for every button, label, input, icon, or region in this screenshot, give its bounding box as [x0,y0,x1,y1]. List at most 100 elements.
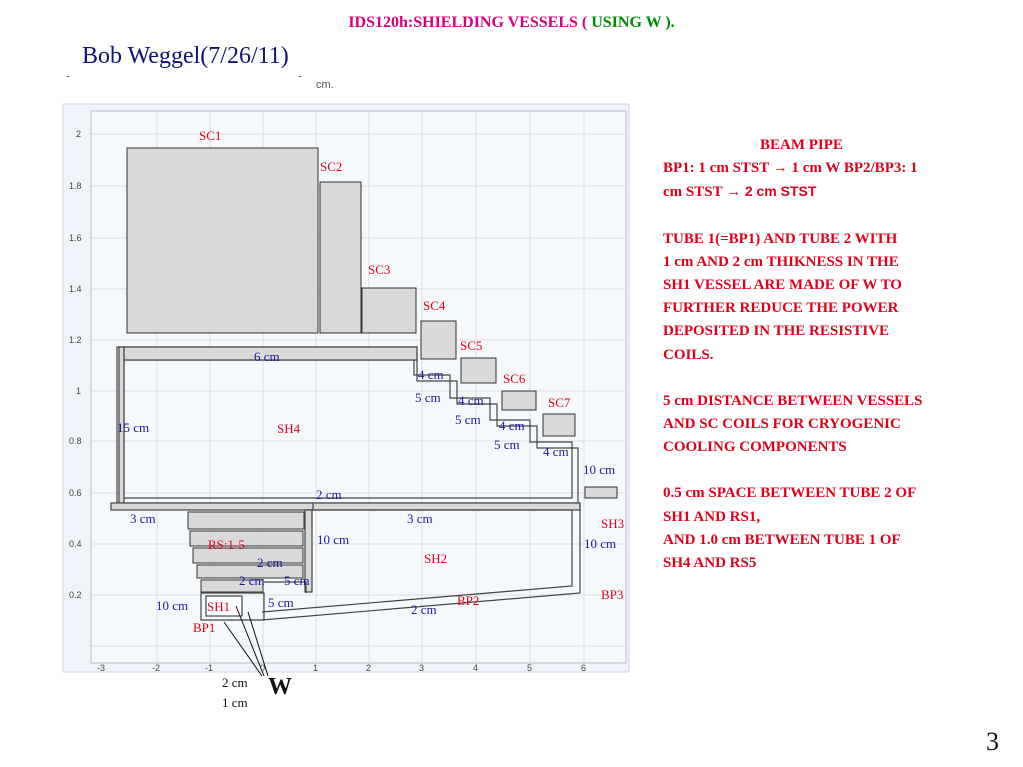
sh4-top-wall [123,346,418,361]
sc6-coil [501,390,537,411]
unit-label: cm. [316,79,334,91]
bp1-label: BP1 [193,620,216,635]
dim-label: 2 cm [239,573,265,588]
dim-label: 4 cm [458,393,484,408]
sh1-vessel [200,592,265,621]
rs4-coil [189,530,304,547]
dim-label: 5 cm [268,595,294,610]
rs5-coil [187,511,305,530]
sc1-coil [126,147,319,334]
sc2-label: SC2 [320,159,343,174]
w-pointer-lines [223,605,269,677]
title-using: USING W ). [587,14,675,31]
bp2-label: BP2 [457,593,480,608]
y-tick: 1.2 [69,335,82,345]
dim-label: 4 cm [418,367,444,382]
rs-label: RS:1-5 [208,537,245,552]
dim-label: 15 cm [117,420,150,435]
dim-label: 10 cm [583,462,616,477]
x-tick: 0 [260,663,265,673]
dim-label: 2 cm [222,675,248,690]
sh1-inner [205,595,243,617]
dim-label: 3 cm [407,511,433,526]
dim-label: 5 cm [455,412,481,427]
corner-mark: - [66,70,70,82]
y-tick: 0.4 [69,539,82,549]
notes-line: SH4 AND RS5 [663,555,757,572]
x-tick: 2 [366,663,371,673]
sc1-label: SC1 [199,128,222,143]
notes-line: TUBE 1(=BP1) AND TUBE 2 WITH [663,230,898,247]
notes-panel: BEAM PIPE BP1: 1 cm STST → 1 cm W BP2/BP… [663,134,1008,575]
sc2-coil [319,181,362,334]
y-tick: 1.4 [69,284,82,294]
notes-line: SH1 VESSEL ARE MADE OF W TO [663,277,902,294]
axis-ticks: -3 -2 -1 0 1 2 3 4 5 6 0.2 0.4 0.6 0.8 1… [69,129,586,673]
rs3-coil [192,547,304,564]
sh4-label: SH4 [277,421,301,436]
x-tick: 6 [581,663,586,673]
notes-line: cm STST → 2 cm STST [663,180,1008,204]
dim-label: 4 cm [543,444,569,459]
notes-line-part: 2 cm STST [744,183,817,200]
dim-label: 4 cm [499,418,525,433]
sc7-coil [542,413,576,437]
notes-line-part: cm STST → [663,184,745,201]
sc7-label: SC7 [548,395,571,410]
x-tick: 5 [527,663,532,673]
y-tick: 1.6 [69,233,82,243]
sh1-label: SH1 [207,599,231,614]
dim-label: 3 cm [130,511,156,526]
sh2-left-wall [304,509,313,593]
bp3-label: BP3 [601,587,624,602]
notes-line: 1 cm AND 2 cm THIKNESS IN THE [663,253,899,270]
dim-label: 5 cm [415,390,441,405]
dim-label: 5 cm [284,573,310,588]
title-main: IDS120h:SHIELDING VESSELS ( [348,14,588,31]
notes-line: AND 1.0 cm BETWEEN TUBE 1 OF [663,531,901,548]
notes-heading: BEAM PIPE [760,137,843,153]
sc3-coil [361,287,417,334]
dim-label: 10 cm [584,536,617,551]
notes-line: BP1: 1 cm STST → 1 cm W BP2/BP3: 1 [663,160,918,177]
notes-line: COILS. [663,346,714,363]
sc4-label: SC4 [423,298,446,313]
author-name: Bob Weggel(7/26/11) [82,43,289,69]
sh2-outer-outline [261,503,581,621]
page-number: 3 [986,727,999,756]
notes-line: FURTHER REDUCE THE POWER [663,300,899,317]
rs1-coil [200,579,264,593]
x-tick: -3 [97,663,105,673]
y-tick: 0.2 [69,590,82,600]
x-tick: -1 [205,663,213,673]
dim-label: 2 cm [316,487,342,502]
sh4-vessel-inner [123,359,573,499]
sh2-label: SH2 [424,551,448,566]
y-tick: 0.6 [69,488,82,498]
sc6-label: SC6 [503,371,526,386]
x-tick: 4 [473,663,478,673]
x-tick: 1 [313,663,318,673]
corner-mark: - [298,70,302,82]
dim-label: 10 cm [156,598,189,613]
sc8-coil [584,486,618,499]
dim-label: 1 cm [222,695,248,710]
dim-label: 5 cm [494,437,520,452]
y-tick: 1 [76,386,81,396]
dim-label: 2 cm [257,555,283,570]
sc5-coil [460,357,497,384]
x-tick: -2 [152,663,160,673]
x-tick: 3 [419,663,424,673]
sh3-label: SH3 [601,516,625,531]
notes-line: 0.5 cm SPACE BETWEEN TUBE 2 OF [663,485,917,502]
y-tick: 2 [76,129,81,139]
tungsten-label: W [268,674,292,700]
slide-title: IDS120h:SHIELDING VESSELS ( USING W ). [0,14,1023,32]
notes-line: AND SC COILS FOR CRYOGENIC [663,416,901,433]
notes-line: DEPOSITED IN THE RESISTIVE [663,323,890,340]
rs2-coil [196,564,304,579]
notes-line: 5 cm DISTANCE BETWEEN VESSELS [663,392,923,409]
sh2-top-wall [110,502,581,511]
sc5-label: SC5 [460,338,483,353]
